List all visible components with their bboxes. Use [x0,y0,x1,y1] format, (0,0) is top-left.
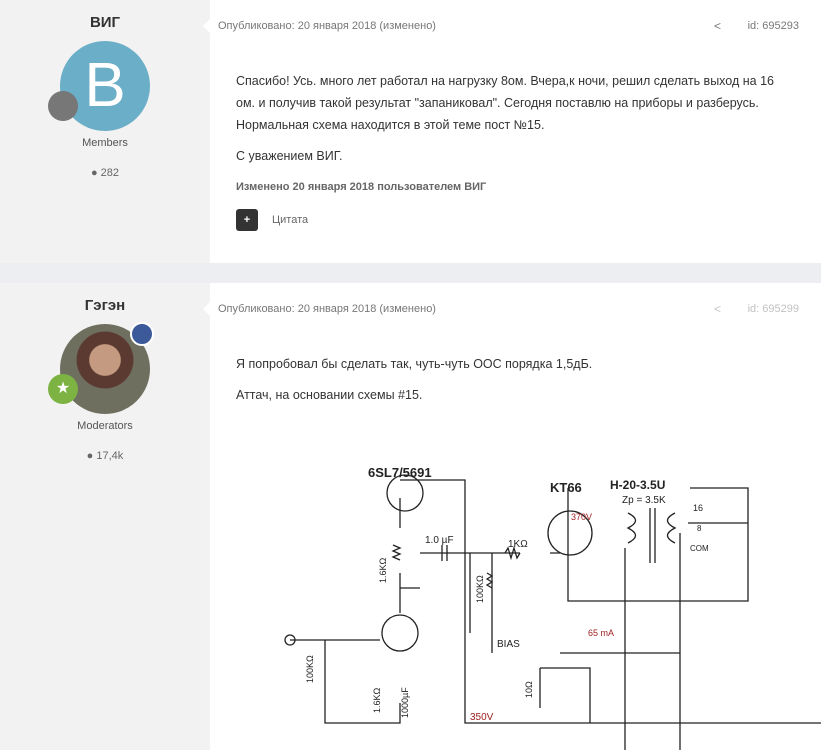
label-1k: 1KΩ [508,539,528,550]
quote-button[interactable]: + Цитата [236,209,308,231]
label-kt66: KT66 [550,480,582,495]
author-panel: ВИГ B Members ● 282 [0,0,211,263]
paragraph: Я попробовал бы сделать так, чуть-чуть О… [236,357,593,371]
comment-icon: ● [90,167,98,179]
wires [290,479,821,750]
author-name[interactable]: ВИГ [89,14,121,31]
label-cap: 1.0 µF [425,535,454,546]
label-zp: Zp = 3.5K [622,495,666,506]
published-date: Опубликовано: 20 января 2018 (изменено) [218,20,436,32]
post-content: Я попробовал бы сделать так, чуть-чуть О… [236,353,796,415]
post-content: Спасибо! Усь. много лет работал на нагру… [236,70,796,198]
resistors [391,544,521,589]
tube-kt66 [547,510,593,556]
published-date: Опубликовано: 20 января 2018 (изменено) [218,303,436,315]
avatar[interactable]: ★ [48,322,154,414]
star-badge-icon: ★ [48,374,78,404]
author-name[interactable]: Гэгэн [84,297,126,314]
member-badge-icon [48,91,78,121]
tap-8: 8 [697,524,702,533]
output-transformer [626,508,677,563]
post-count: 282 [100,167,120,179]
moderator-shield-icon [130,322,154,346]
tube-6sl7-upper [386,474,424,512]
schematic-image[interactable]: 6SL7/5691 KT66 H-20-3.5U Zp = 3.5K 16 8 … [0,283,821,750]
quote-label: Цитата [272,214,309,226]
label-bias: BIAS [497,639,520,650]
post-id-link[interactable]: id: 695293 [747,20,799,32]
author-rank: Members [82,137,128,149]
label-100k-input: 100KΩ [305,655,315,683]
post-695293: ВИГ B Members ● 282 Опубликовано: 20 янв… [0,0,821,263]
share-icon[interactable]: < [713,302,721,316]
author-panel: Гэгэн ★ Moderators ● 17,4k [0,283,211,750]
share-icon[interactable]: < [713,19,721,33]
post-count: 17,4k [96,450,124,462]
avatar-letter: B [84,51,126,120]
label-rk: 1.6KΩ [372,687,382,713]
label-r1: 1.6KΩ [378,557,388,583]
edited-note: Изменено 20 января 2018 пользователем ВИ… [236,181,487,193]
avatar[interactable]: B [48,41,150,131]
label-100k-bias: 100KΩ [475,575,485,603]
coupling-capacitor [441,545,448,561]
author-rank: Moderators [77,420,133,432]
label-transformer: H-20-3.5U [610,478,665,492]
input-jack [284,634,296,646]
label-10ohm: 10Ω [524,681,534,698]
comment-icon: ● [86,450,94,462]
tap-com: COM [690,544,709,553]
label-6sl7: 6SL7/5691 [368,465,432,480]
paragraph: Спасибо! Усь. много лет работал на нагру… [236,74,774,132]
post-id-link[interactable]: id: 695299 [747,303,799,315]
plus-icon: + [236,209,258,231]
paragraph: Аттач, на основании схемы #15. [236,388,423,402]
label-350v: 350V [470,712,494,723]
post-695299: Гэгэн ★ Moderators ● 17,4k Опубликовано:… [0,283,821,750]
tap-16: 16 [693,503,703,513]
paragraph: С уважением ВИГ. [236,149,343,163]
label-current: 65 mA [588,628,614,638]
label-370v: 370V [571,512,592,522]
label-ck: 1000µF [400,687,410,718]
tube-6sl7-lower [381,614,419,652]
